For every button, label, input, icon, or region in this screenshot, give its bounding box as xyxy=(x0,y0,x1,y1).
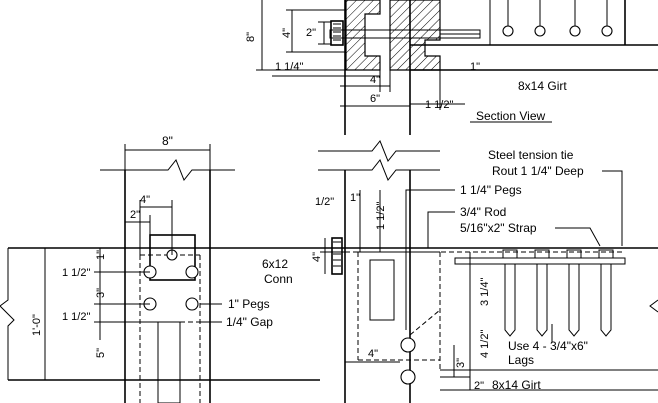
dim-half: 1/2" xyxy=(315,196,334,208)
dim-5-left: 5" xyxy=(95,348,107,358)
peg xyxy=(185,265,199,279)
hatched-block-left xyxy=(345,0,381,71)
dim-1-1-4-top: 1 1/4" xyxy=(275,61,303,73)
dim-4-left: 4" xyxy=(140,194,150,206)
left-elevation: 8" 4" 2" 1" 1 1/2" 3" 1 1/2" 1'-0" 5" 6x… xyxy=(0,134,658,403)
peg xyxy=(400,337,416,353)
dim-4-right: 4" xyxy=(311,252,323,262)
dim-2-top: 2" xyxy=(306,27,316,39)
lags-line-2: Lags xyxy=(508,353,534,367)
dim-2-bottom: 2" xyxy=(474,380,484,392)
dim-1-1-2-b: 1 1/2" xyxy=(62,311,90,323)
peg xyxy=(185,297,199,311)
dim-3-1-4: 3 1/4" xyxy=(479,278,491,306)
nut xyxy=(330,20,344,46)
dim-1-1-2-a: 1 1/2" xyxy=(62,267,90,279)
dim-6-top: 6" xyxy=(370,93,380,105)
dim-4-1-2: 4 1/2" xyxy=(479,330,491,358)
dim-1-top: 1" xyxy=(470,61,480,73)
dim-4-bottom-top: 4" xyxy=(370,74,380,86)
lags xyxy=(502,249,614,337)
girt-label-top: 8x14 Girt xyxy=(518,79,567,93)
dim-3-right: 3" xyxy=(455,358,467,368)
conn-size: 6x12 xyxy=(262,257,288,271)
dim-1-left: 1" xyxy=(95,250,107,260)
hatched-block-right xyxy=(389,0,441,71)
rout: Rout 1 1/4" Deep xyxy=(492,164,584,178)
conn-label: Conn xyxy=(264,272,293,286)
dim-1-1-2-top: 1 1/2" xyxy=(425,99,453,111)
dim-1-right: 1" xyxy=(350,192,360,204)
rod-label: 3/4" Rod xyxy=(460,205,506,219)
peg xyxy=(400,369,416,385)
dim-3-left: 3" xyxy=(95,288,107,298)
dim-4-top: 4" xyxy=(281,28,293,38)
right-elevation: 1/2" 1" 1 1/2" 4" 3 1/4" 4 1/2" 3" 4" St… xyxy=(311,148,658,403)
steel-tie: Steel tension tie xyxy=(488,148,574,162)
pegs-right: 1 1/4" Pegs xyxy=(460,183,522,197)
strap-label: 5/16"x2" Strap xyxy=(460,221,537,235)
pegs-left: 1" Pegs xyxy=(228,297,270,311)
dim-2-left: 2" xyxy=(130,209,140,221)
dim-4-bottom-right: 4" xyxy=(368,348,378,360)
girt-label-bottom: 8x14 Girt xyxy=(492,378,541,392)
strap xyxy=(454,257,626,265)
gap-left: 1/4" Gap xyxy=(226,315,273,329)
tie-holes xyxy=(489,0,613,45)
dim-1-1-2-right: 1 1/2" xyxy=(375,202,387,230)
dim-8-left: 8" xyxy=(162,134,173,148)
section-view-title: Section View xyxy=(476,109,545,123)
section-view: 8" 4" 2" 1 1/4" 4" 6" 1" 1 1/2" 8x14 Gir… xyxy=(245,0,658,162)
dim-8-top: 8" xyxy=(245,32,257,42)
lags-line-1: Use 4 - 3/4"x6" xyxy=(508,339,588,353)
dim-1-0: 1'-0" xyxy=(31,314,43,336)
